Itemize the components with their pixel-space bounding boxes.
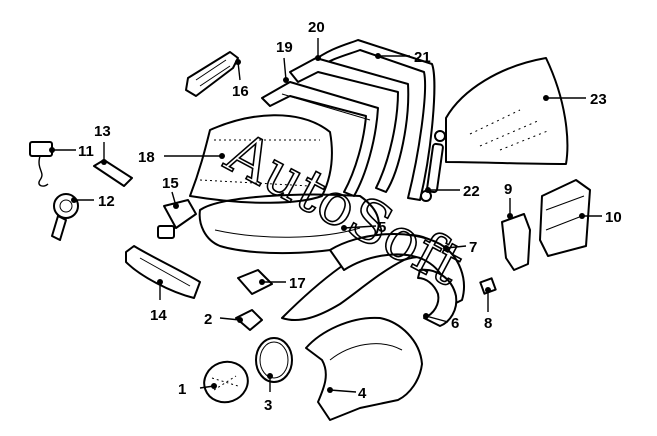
callout-4: 4	[358, 385, 367, 402]
part-14-cross-member	[125, 245, 201, 299]
callout-2: 2	[204, 311, 212, 328]
part-15-latch	[157, 199, 197, 239]
callout-20: 20	[308, 19, 325, 36]
part-3-o-ring	[255, 337, 293, 383]
leader-lines	[49, 38, 602, 393]
callout-10: 10	[605, 209, 622, 226]
callout-3: 3	[264, 397, 272, 414]
part-10-control-module	[539, 179, 591, 257]
part-4-splash-shield	[305, 316, 423, 421]
part-21-windshield-seal	[311, 39, 436, 201]
callout-18: 18	[138, 149, 155, 166]
callout-6: 6	[451, 315, 459, 332]
part-11-release-cable	[29, 141, 53, 187]
callout-21: 21	[414, 49, 431, 66]
callout-23: 23	[590, 91, 607, 108]
part-18-windshield	[189, 114, 333, 204]
part-12-lock	[51, 193, 79, 241]
part-17-clip	[237, 269, 273, 295]
callout-9: 9	[504, 181, 512, 198]
part-22-gas-strut	[420, 130, 446, 202]
callout-16: 16	[232, 83, 249, 100]
callout-7: 7	[469, 239, 477, 256]
part-16-bracket	[185, 51, 239, 97]
part-2-bracket	[235, 309, 263, 331]
callout-12: 12	[98, 193, 115, 210]
callout-15: 15	[162, 175, 179, 192]
callout-13: 13	[94, 123, 111, 140]
callout-8: 8	[484, 315, 492, 332]
callout-labels: 1 2 3 4 5 6 7 8 9 10 11 12 13 14 15 16 1…	[78, 19, 622, 414]
callout-1: 1	[178, 381, 186, 398]
part-1-cap	[203, 360, 249, 404]
part-9-bracket	[501, 213, 531, 271]
callout-5: 5	[378, 219, 386, 236]
callout-19: 19	[276, 39, 293, 56]
callout-17: 17	[289, 275, 306, 292]
callout-14: 14	[150, 307, 167, 324]
callout-22: 22	[463, 183, 480, 200]
part-23-side-window	[445, 57, 569, 165]
part-13-bar	[93, 159, 133, 187]
callout-11: 11	[78, 143, 94, 160]
part-20-frame	[289, 57, 410, 193]
part-19-frame	[261, 81, 379, 197]
